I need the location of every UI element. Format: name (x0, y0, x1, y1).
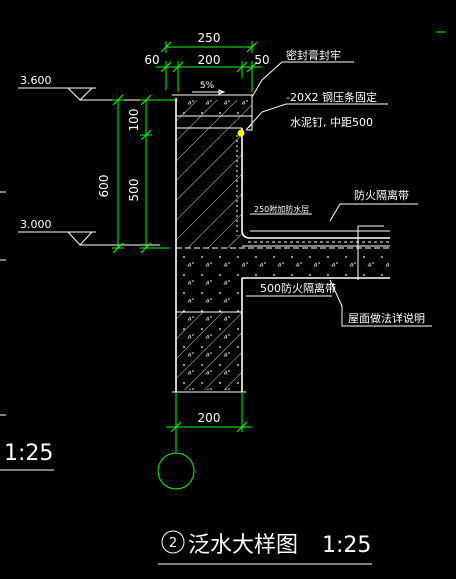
roof-slab (176, 225, 390, 280)
elevation-marker-upper: 3.600 (18, 74, 160, 101)
slope-label: 5% (200, 81, 215, 91)
dimension-100-label: 100 (127, 109, 141, 132)
nail-point-icon (237, 129, 245, 137)
lower-wall (172, 248, 246, 393)
roof-reference-annotation: 屋面做法详说明 (348, 311, 425, 325)
dimension-200-bottom-label: 200 (198, 411, 221, 425)
parapet-wall (172, 94, 253, 248)
vertical-dimension-chain-inner: 100 500 (127, 94, 176, 254)
fire-belt-right-annotation: 防火隔离带 (354, 188, 409, 202)
steel-strip-annotation: -20X2 钢压条固定 (286, 90, 377, 104)
left-scale-label: 1:25 (4, 441, 53, 466)
leader-lines (245, 61, 432, 327)
title-number: 2 (169, 536, 177, 551)
sealant-annotation: 密封膏封牢 (286, 48, 341, 62)
elevation-lower-label: 3.000 (20, 218, 52, 231)
dimension-60-label: 60 (144, 53, 159, 67)
vertical-dimension-600: 600 (97, 94, 124, 254)
fire-belt-500-annotation: 500防火隔离带 (260, 281, 336, 295)
elevation-upper-label: 3.600 (20, 74, 52, 87)
top-dimension-chains: 250 60 200 50 5% (144, 31, 270, 95)
dimension-600-label: 600 (97, 175, 111, 198)
dimension-200-top-label: 200 (198, 53, 221, 67)
dimension-50-label: 50 (254, 53, 269, 67)
left-scale: 1:25 (0, 441, 54, 471)
axis-bubble (157, 432, 195, 490)
left-edge-marks (0, 191, 6, 416)
dimension-500-vertical-label: 500 (127, 179, 141, 202)
dimension-250-label: 250 (198, 31, 221, 45)
bottom-dimension: 200 (166, 392, 252, 433)
title-text: 泛水大样图 (188, 533, 298, 558)
title-scale: 1:25 (322, 533, 371, 558)
drawing-title: 2 泛水大样图 1:25 (158, 530, 372, 565)
waterproof-250-annotation: 250附加防水层 (254, 204, 309, 214)
elevation-marker-lower: 3.000 (18, 218, 160, 246)
nail-annotation: 水泥钉, 中距500 (290, 116, 373, 129)
